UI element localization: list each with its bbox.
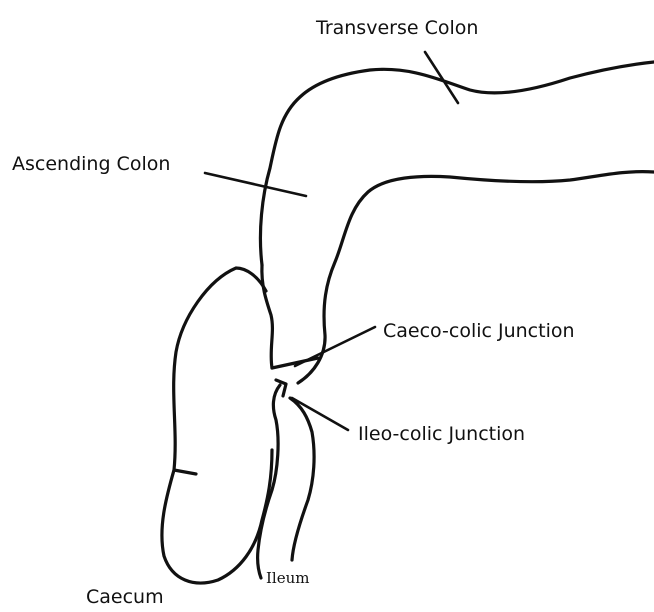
ileum-right-wall — [290, 398, 314, 560]
label-transverse-colon: Transverse Colon — [315, 17, 478, 39]
colon-lower-wall — [298, 172, 654, 383]
colon-upper-wall — [260, 62, 654, 265]
caecum-notch — [174, 470, 196, 474]
leader-ileo-colic-junction — [292, 398, 348, 430]
label-caecum: Caecum — [86, 586, 164, 608]
label-ileum: Ileum — [266, 569, 309, 587]
ascending-colon-lateral-wall — [262, 265, 273, 368]
label-ascending-colon: Ascending Colon — [12, 153, 170, 175]
caecum-outline — [162, 268, 272, 583]
leader-caeco-colic-junction — [295, 327, 375, 366]
label-ileo-colic-junction: Ileo-colic Junction — [358, 423, 525, 445]
leader-ascending-colon — [205, 173, 306, 196]
label-caeco-colic-junction: Caeco-colic Junction — [383, 320, 575, 342]
